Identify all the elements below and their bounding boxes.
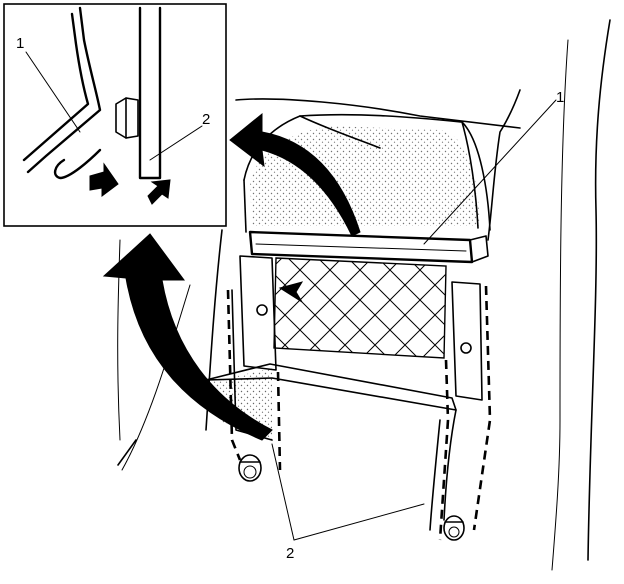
seat-frame-rail [248, 230, 489, 264]
leader-lines [25, 51, 557, 541]
left-bracket [226, 255, 282, 471]
removal-arrow-lower [102, 233, 273, 441]
bolt-left [238, 454, 262, 482]
bolt-right [443, 515, 465, 541]
mesh-panel [273, 257, 447, 359]
callout-inset-2: 2 [202, 111, 210, 128]
callout-main-2: 2 [286, 545, 294, 562]
right-bracket [438, 281, 492, 541]
callout-inset-1: 1 [16, 35, 24, 52]
callout-main-1: 1 [556, 89, 564, 106]
detail-inset [3, 3, 227, 227]
vehicle-body-outline [117, 19, 611, 571]
seat-cushion [243, 113, 491, 233]
removal-arrow-upper [229, 112, 361, 237]
